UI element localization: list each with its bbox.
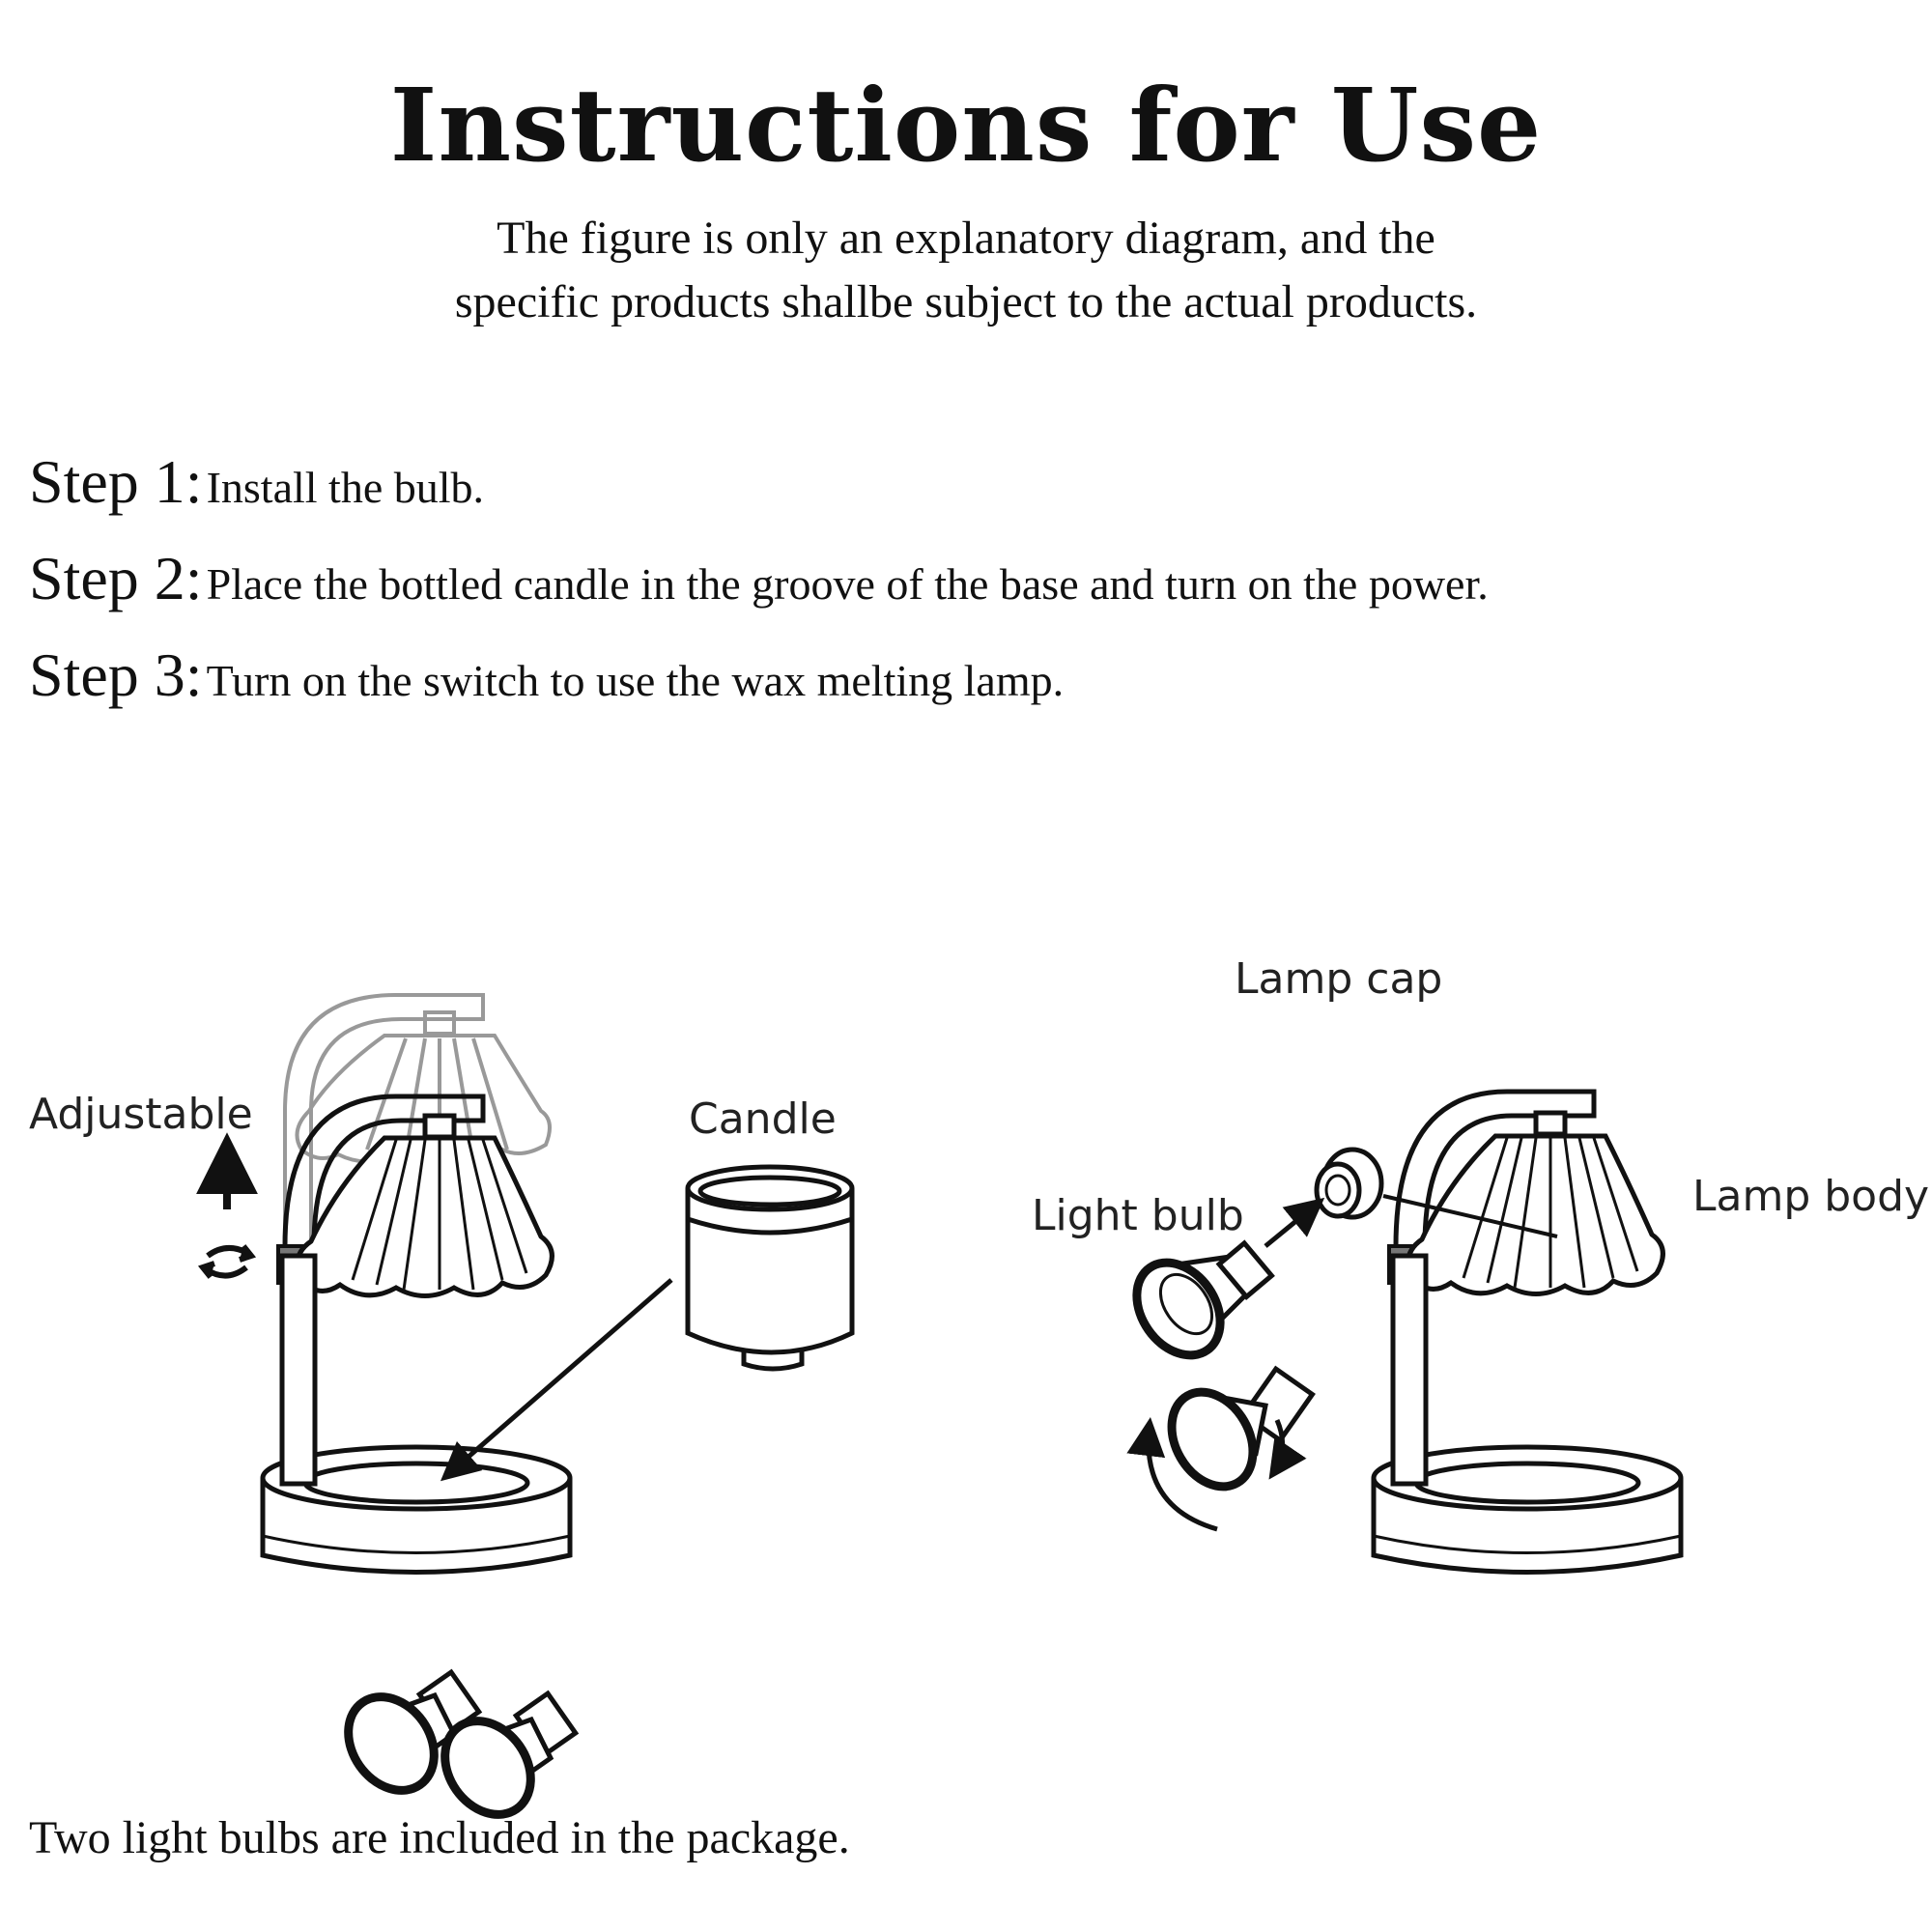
candle-label: Candle — [689, 1094, 837, 1144]
disclaimer-line-1: The figure is only an explanatory diagra… — [497, 213, 1435, 264]
page-title: Instructions for Use — [389, 66, 1543, 185]
candle-to-base-arrow — [440, 1278, 673, 1482]
light-bulb — [1132, 1239, 1275, 1360]
right-lamp-shade — [1406, 1110, 1665, 1296]
step-3: Step 3: Turn on the switch to use the wa… — [29, 639, 1064, 711]
step-1-text: Install the bulb. — [206, 463, 485, 512]
disclaimer: The figure is only an explanatory diagra… — [0, 207, 1932, 334]
step-3-label: Step 3: — [29, 640, 203, 709]
light-bulb-label: Light bulb — [1032, 1191, 1244, 1240]
rotate-arrows-icon — [1126, 1417, 1307, 1532]
candle-jar — [685, 1164, 855, 1372]
step-2-text: Place the bottled candle in the groove o… — [206, 559, 1489, 609]
lamp-arm — [282, 1094, 486, 1478]
right-lamp-base — [1371, 1444, 1684, 1575]
lamp-shade — [295, 1113, 554, 1298]
step-1: Step 1: Install the bulb. — [29, 446, 484, 518]
package-note: Two light bulbs are included in the pack… — [29, 1812, 850, 1863]
package-bulbs — [344, 1668, 580, 1819]
rotating-bulb — [1167, 1365, 1316, 1492]
step-3-text: Turn on the switch to use the wax meltin… — [206, 656, 1065, 705]
right-lamp-illustration — [1126, 1089, 1684, 1575]
package-bulb-2 — [440, 1690, 580, 1819]
step-2-label: Step 2: — [29, 544, 203, 612]
disclaimer-line-2: specific products shallbe subject to the… — [454, 276, 1478, 327]
adjustable-label: Adjustable — [29, 1090, 253, 1139]
lamp-cap-label: Lamp cap — [1235, 954, 1443, 1004]
step-1-label: Step 1: — [29, 447, 203, 516]
cap-leader-line — [1382, 1194, 1558, 1238]
lamp-body-label: Lamp body — [1692, 1172, 1930, 1221]
left-lamp-illustration — [196, 993, 855, 1575]
lamp-base — [260, 1444, 573, 1575]
rotate-icon — [197, 1244, 257, 1279]
step-2: Step 2: Place the bottled candle in the … — [29, 543, 1489, 614]
lamp-cap — [1314, 1147, 1384, 1220]
bulb-to-cap-arrow — [1264, 1197, 1325, 1248]
